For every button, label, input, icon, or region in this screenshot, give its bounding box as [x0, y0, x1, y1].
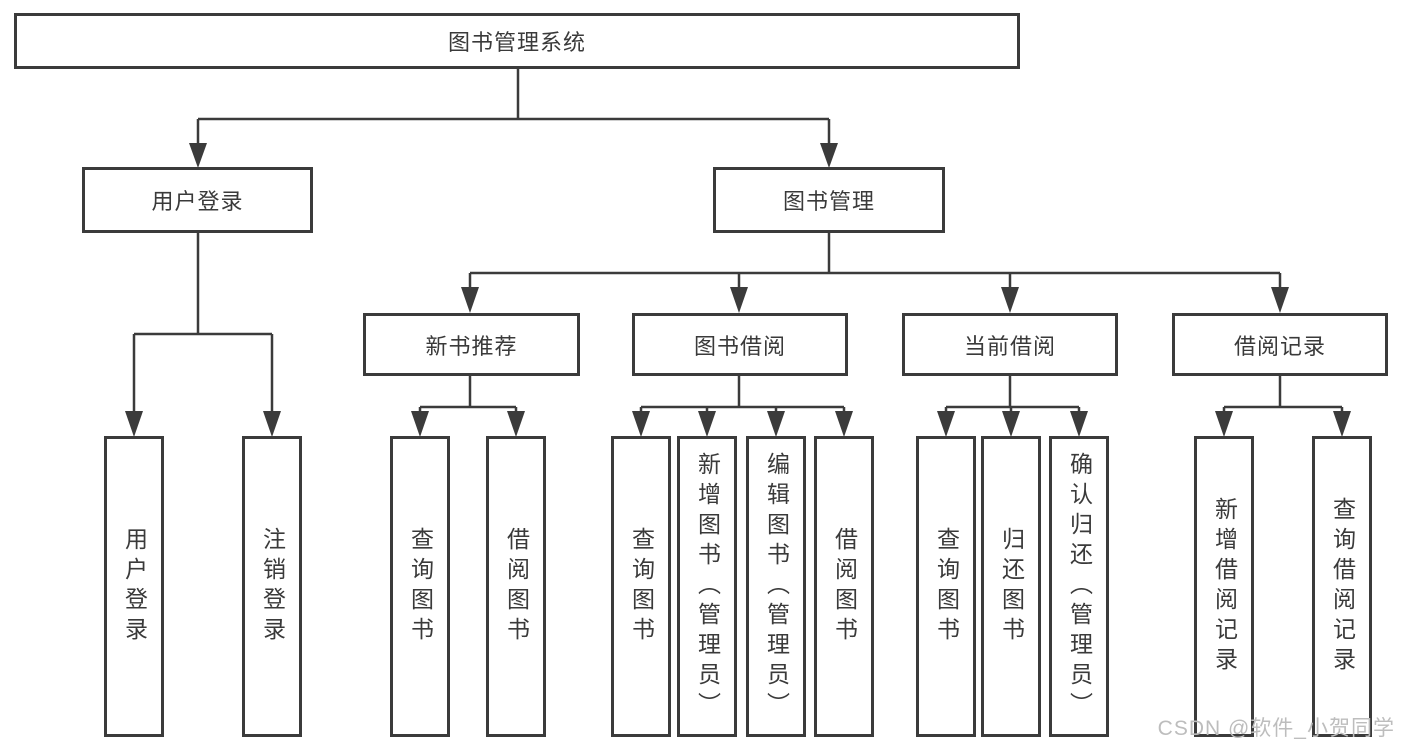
node-library-management-system: 图书管理系统: [14, 13, 1020, 69]
leaf-user-login: 用户登录: [104, 436, 164, 737]
leaf-query-borrow-record: 查询借阅记录: [1312, 436, 1372, 737]
node-new-book-recommendation: 新书推荐: [363, 313, 580, 376]
leaf-label: 查询图书: [933, 526, 960, 647]
leaf-label: 用户登录: [121, 526, 148, 647]
leaf-label: 确认归还（管理员）: [1066, 451, 1093, 722]
leaf-logout: 注销登录: [242, 436, 302, 737]
leaf-confirm-return-admin: 确认归还（管理员）: [1049, 436, 1109, 737]
node-label: 借阅记录: [1233, 333, 1326, 359]
arrowheads: [125, 143, 1351, 437]
node-book-management: 图书管理: [713, 167, 945, 233]
leaf-add-borrow-record: 新增借阅记录: [1194, 436, 1254, 737]
leaf-label: 新增图书（管理员）: [694, 451, 721, 722]
leaf-borrow-books-recommend: 借阅图书: [486, 436, 546, 737]
leaf-label: 查询借阅记录: [1329, 496, 1356, 677]
node-borrowing-records: 借阅记录: [1172, 313, 1388, 376]
node-user-login: 用户登录: [82, 167, 313, 233]
leaf-label: 查询图书: [407, 526, 434, 647]
node-label: 图书管理: [782, 189, 875, 214]
node-label: 用户登录: [151, 189, 244, 214]
leaf-query-books-current: 查询图书: [916, 436, 976, 737]
leaf-query-books-recommend: 查询图书: [390, 436, 450, 737]
node-label: 图书借阅: [693, 333, 786, 359]
csdn-watermark: CSDN @软件_小贺同学: [1157, 717, 1395, 740]
node-label: 当前借阅: [963, 333, 1056, 359]
leaf-label: 新增借阅记录: [1211, 496, 1238, 677]
leaf-label: 借阅图书: [503, 526, 530, 647]
leaf-query-books-borrowing: 查询图书: [611, 436, 671, 737]
leaf-edit-books-admin: 编辑图书（管理员）: [746, 436, 806, 737]
node-label: 新书推荐: [425, 333, 518, 359]
node-book-borrowing: 图书借阅: [632, 313, 848, 376]
leaf-borrow-books-borrowing: 借阅图书: [814, 436, 874, 737]
node-label: 图书管理系统: [447, 30, 586, 55]
leaf-label: 注销登录: [259, 526, 286, 647]
leaf-label: 归还图书: [998, 526, 1025, 647]
leaf-add-books-admin: 新增图书（管理员）: [677, 436, 737, 737]
leaf-return-books: 归还图书: [981, 436, 1041, 737]
leaf-label: 借阅图书: [831, 526, 858, 647]
leaf-label: 编辑图书（管理员）: [763, 451, 790, 722]
leaf-label: 查询图书: [628, 526, 655, 647]
node-current-borrowing: 当前借阅: [902, 313, 1118, 376]
